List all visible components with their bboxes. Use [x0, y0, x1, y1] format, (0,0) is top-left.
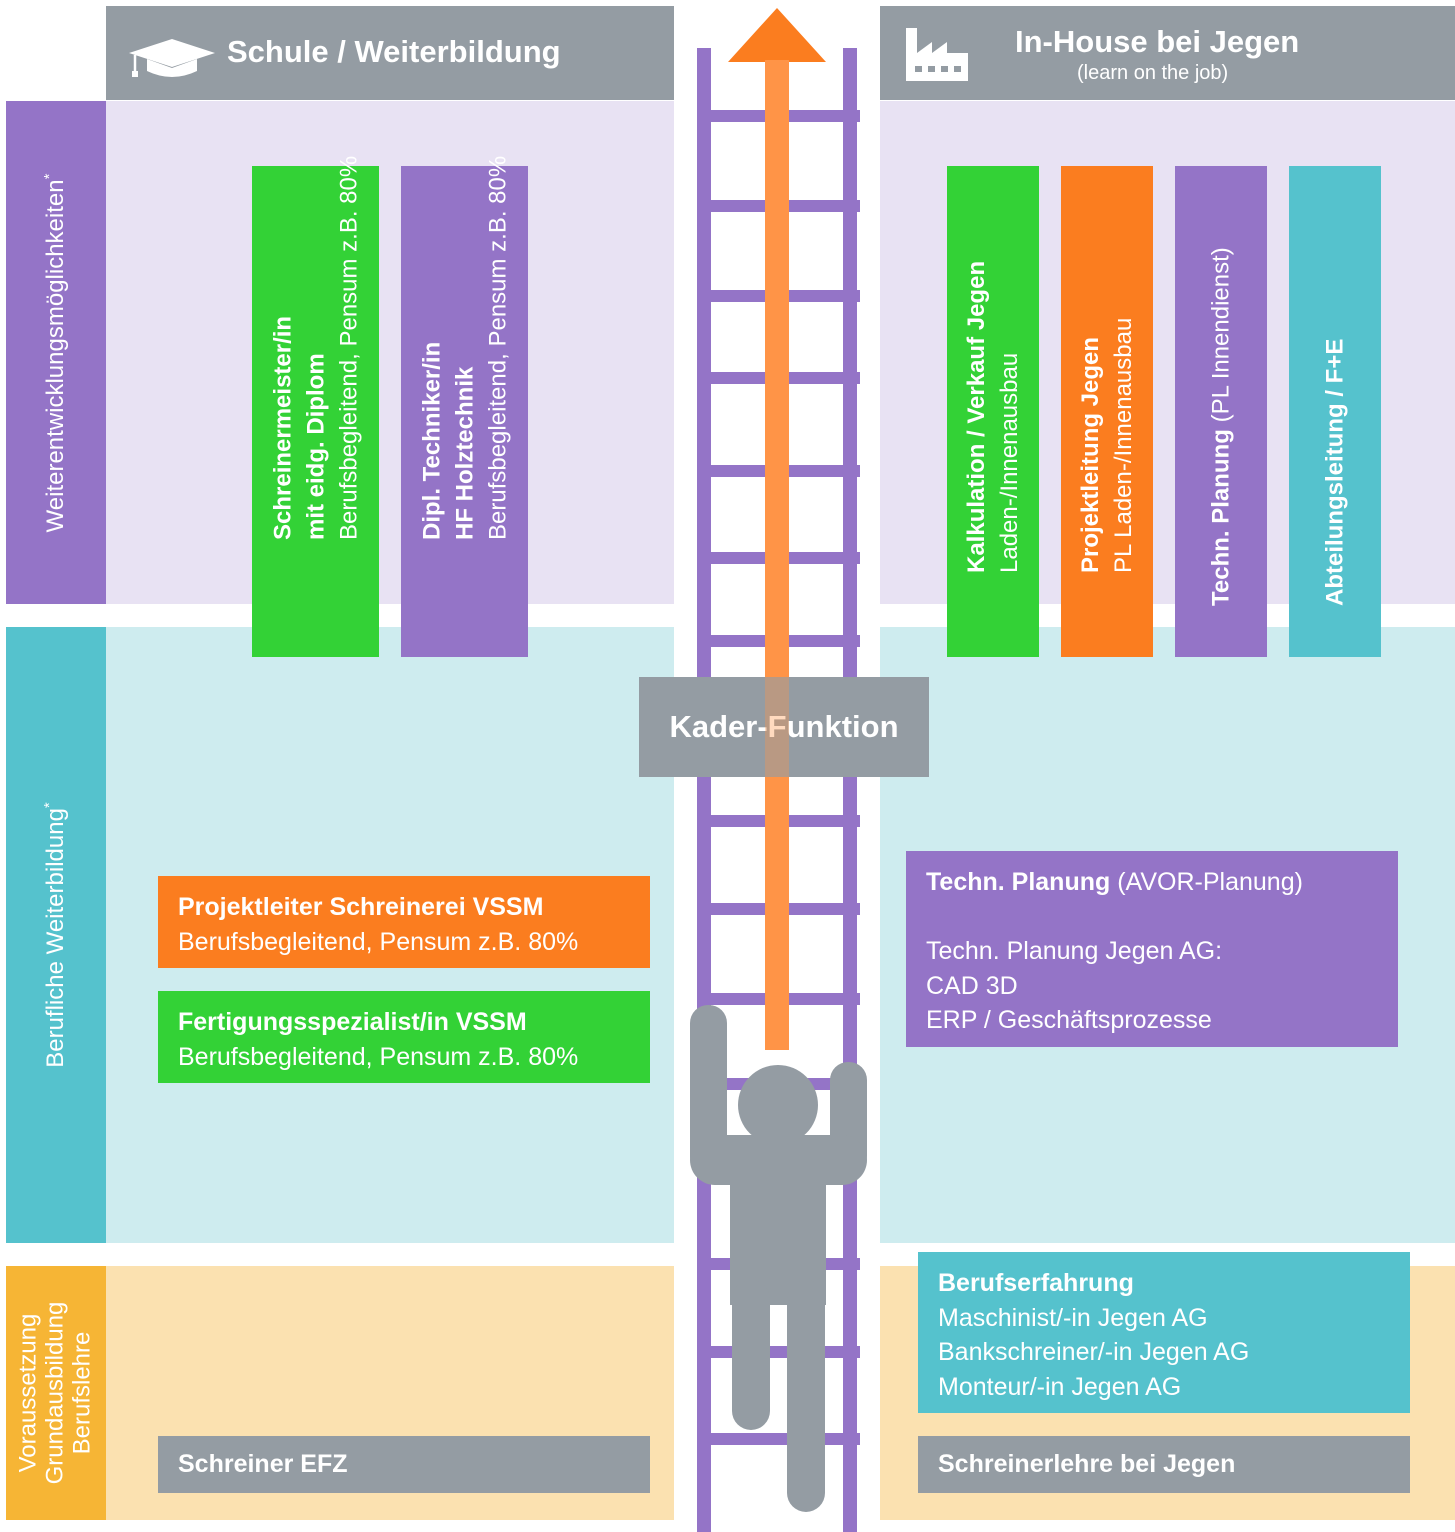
card-schreinermeister: Schreinermeister/in mit eidg. Diplom Ber… — [252, 156, 379, 657]
header-inhouse: In-House bei Jegen (learn on the job) — [880, 6, 1455, 100]
card-techniker-hf: Dipl. Techniker/in HF Holztechnik Berufs… — [401, 156, 528, 657]
card-techn-planung-avor: Techn. Planung (AVOR-Planung) Techn. Pla… — [906, 851, 1398, 1047]
career-arrow-shaft-overlay — [765, 677, 789, 777]
card-projektleitung-text: Projektleitung Jegen PL Laden-/Innenausb… — [1077, 317, 1137, 573]
card-techn-planung-pl: Techn. Planung (PL Innendienst) — [1175, 166, 1267, 657]
ladder-rail-right — [843, 48, 857, 1532]
side-development-label: Weiterentwicklungsmöglichkeiten* — [41, 173, 70, 532]
card-schreiner-efz: Schreiner EFZ — [158, 1436, 650, 1493]
side-further-training: Berufliche Weiterbildung* — [6, 627, 106, 1243]
card-abteilungsleitung-text: Abteilungsleitung / F+E — [1321, 338, 1349, 606]
career-arrow-shaft — [765, 60, 789, 1050]
header-inhouse-title: In-House bei Jegen — [1015, 24, 1300, 59]
side-development: Weiterentwicklungsmöglichkeiten* — [6, 101, 106, 604]
kader-funktion-label: Kader-Funktion — [639, 677, 929, 777]
graduation-cap-icon — [129, 39, 215, 77]
card-kalkulation: Kalkulation / Verkauf Jegen Laden-/Innen… — [947, 166, 1039, 657]
left-development-zone — [106, 101, 674, 604]
career-arrow-head — [728, 8, 826, 62]
card-techn-planung-pl-text: Techn. Planung (PL Innendienst) — [1207, 247, 1235, 606]
card-fertigungsspezialist: Fertigungsspezialist/in VSSM Berufsbegle… — [158, 991, 650, 1083]
career-ladder — [690, 8, 867, 1532]
card-kalkulation-text: Kalkulation / Verkauf Jegen Laden-/Innen… — [963, 260, 1023, 573]
header-inhouse-subtitle: (learn on the job) — [1077, 62, 1229, 84]
card-techniker-hf-text: Dipl. Techniker/in HF Holztechnik Berufs… — [418, 155, 511, 540]
card-projektleitung: Projektleitung Jegen PL Laden-/Innenausb… — [1061, 166, 1153, 657]
side-further-training-label: Berufliche Weiterbildung* — [41, 802, 70, 1068]
card-schreinerlehre: Schreinerlehre bei Jegen — [918, 1436, 1410, 1493]
factory-icon — [906, 28, 968, 81]
side-prerequisite-label: Voraussetzung Grundausbildung Berufslehr… — [14, 1301, 96, 1485]
side-prerequisite: Voraussetzung Grundausbildung Berufslehr… — [6, 1266, 106, 1520]
card-berufserfahrung: Berufserfahrung Maschinist/-in Jegen AG … — [918, 1252, 1410, 1413]
climber-figure — [690, 1005, 867, 1512]
header-school: Schule / Weiterbildung — [106, 6, 674, 100]
ladder-rail-left — [697, 48, 711, 1532]
header-school-title: Schule / Weiterbildung — [227, 34, 561, 69]
card-projektleiter-vssm: Projektleiter Schreinerei VSSM Berufsbeg… — [158, 876, 650, 968]
card-abteilungsleitung: Abteilungsleitung / F+E — [1289, 166, 1381, 657]
card-schreinermeister-text: Schreinermeister/in mit eidg. Diplom Ber… — [269, 155, 362, 540]
